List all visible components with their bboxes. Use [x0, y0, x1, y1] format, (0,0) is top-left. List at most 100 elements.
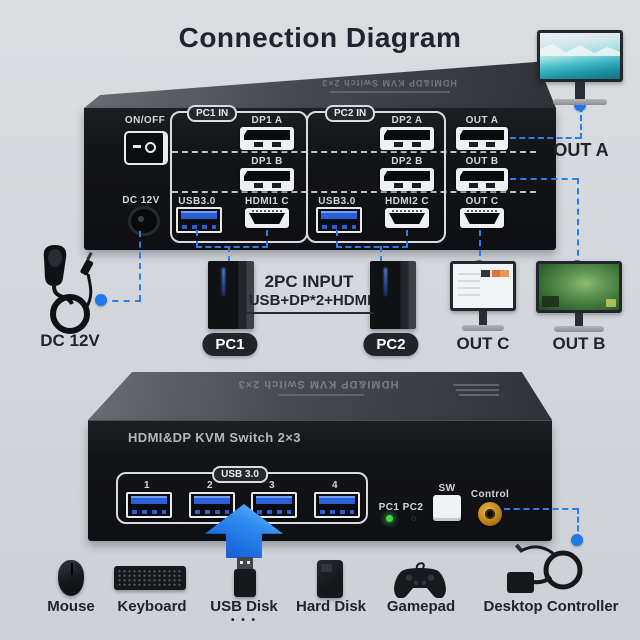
- dp1a-port: [240, 127, 294, 150]
- group-pc2-in: [306, 111, 446, 243]
- group-pc2-in-label: PC2 IN: [325, 105, 376, 122]
- brand-logo: [118, 73, 162, 76]
- input-subtitle: USB+DP*2+HDMI: [246, 292, 374, 314]
- monitor-out-b-base: [554, 326, 604, 332]
- power-adapter-icon: [43, 245, 94, 334]
- hdmi2-label: HDMI2 C: [385, 196, 429, 207]
- pc2-line: [336, 246, 408, 248]
- kvm-rear-top-face: HDMI&DP KVM Switch 2×3: [84, 61, 556, 108]
- hard-disk-icon: [317, 560, 343, 598]
- monitor-out-a-screen: [540, 33, 620, 79]
- usb-disk-icon: [234, 569, 256, 597]
- usb-disk-icon: [237, 557, 253, 569]
- hard-disk-label: Hard Disk: [295, 598, 367, 615]
- pc2-line: [336, 230, 338, 247]
- kvm-rear-top-text: HDMI&DP KVM Switch 2×3: [321, 78, 457, 88]
- out-c-port-label: OUT C: [465, 196, 499, 207]
- pc2-line: [406, 230, 408, 247]
- sw-button: [433, 495, 461, 521]
- out-c-label: OUT C: [456, 334, 510, 353]
- out-b-line: [510, 178, 578, 180]
- pc1-line: [196, 246, 268, 248]
- control-connector-dot: [571, 534, 583, 546]
- mouse-icon: [58, 560, 84, 596]
- pc1-line: [266, 230, 268, 247]
- pc1-tower: [208, 261, 254, 329]
- pc1-led: [386, 515, 393, 522]
- monitor-out-a-stand: [575, 82, 585, 99]
- hdmi1-label: HDMI1 C: [245, 196, 289, 207]
- gamepad-icon: [394, 562, 446, 598]
- kvm-front-top-spec-bar: [456, 389, 499, 391]
- more-devices-ellipsis: • • •: [230, 615, 258, 626]
- out-a-port: [456, 127, 508, 150]
- monitor-out-a-base: [553, 99, 607, 105]
- adapter-dc-label: DC 12V: [40, 331, 100, 350]
- kvm-front-top-subtext-bar: [278, 394, 364, 396]
- front-usb-port-2: [189, 492, 235, 518]
- keyboard-icon: [114, 566, 186, 590]
- pc1-label: PC1: [202, 333, 258, 356]
- dp1b-label: DP1 B: [251, 156, 283, 167]
- out-a-line: [510, 137, 581, 139]
- usb-disk-label: USB Disk: [210, 598, 278, 615]
- desktop-controller-label: Desktop Controller: [483, 598, 619, 615]
- monitor-out-b-stand: [575, 313, 583, 326]
- mouse-label: Mouse: [47, 598, 95, 615]
- kvm-front-top-spec-bar: [453, 384, 499, 386]
- pc1-line: [228, 246, 230, 272]
- hdmi1-port: [245, 208, 289, 228]
- out-a-label: OUT A: [553, 140, 609, 160]
- kvm-front-top-spec-bar: [459, 394, 499, 396]
- usb1-label: USB3.0: [178, 196, 216, 207]
- front-usb-port-1: [126, 492, 172, 518]
- kvm-rear-top-subtext-bar: [330, 91, 450, 93]
- power-switch-label: ON/OFF: [124, 115, 166, 126]
- kvm-front-panel: [88, 420, 552, 541]
- monitor-out-c-base: [462, 325, 504, 331]
- usb-port-4-number: 4: [332, 480, 338, 491]
- control-label: Control: [470, 489, 510, 500]
- control-jack: [478, 502, 502, 526]
- front-usb-port-4: [314, 492, 360, 518]
- usb-port-2-number: 2: [207, 480, 213, 491]
- monitor-out-c: [450, 261, 516, 311]
- out-a-line: [580, 106, 582, 139]
- monitor-out-b: [536, 261, 622, 313]
- monitor-out-c-screen: [453, 264, 513, 308]
- pc2-tower: [370, 261, 416, 329]
- page-title: Connection Diagram: [178, 22, 462, 53]
- out-b-port: [456, 168, 508, 191]
- control-line: [504, 508, 578, 510]
- dp1a-label: DP1 A: [251, 115, 283, 126]
- dc-jack: [128, 206, 160, 236]
- desktop-controller-icon: [507, 544, 583, 593]
- out-b-label: OUT B: [552, 334, 606, 353]
- dp2a-label: DP2 A: [391, 115, 423, 126]
- hdmi2-port: [385, 208, 429, 228]
- panel-separator: [172, 191, 536, 193]
- out-c-port: [460, 208, 504, 228]
- group-pc1-in-label: PC1 IN: [187, 105, 238, 122]
- input-title: 2PC INPUT: [264, 272, 354, 291]
- sw-button-label: SW: [438, 483, 456, 494]
- pc2-line: [380, 246, 382, 272]
- monitor-out-b-screen: [539, 264, 619, 310]
- monitor-out-c-stand: [479, 311, 487, 325]
- pc1-line: [196, 230, 198, 247]
- usb2-label: USB3.0: [318, 196, 356, 207]
- front-panel-text: HDMI&DP KVM Switch 2×3: [128, 430, 301, 445]
- pc2-led-label: PC2: [402, 502, 424, 513]
- dc-line: [101, 300, 141, 302]
- kvm-front-top-text: HDMI&DP KVM Switch 2×3: [237, 378, 399, 390]
- usb-port-1-number: 1: [144, 480, 150, 491]
- dp2b-label: DP2 B: [391, 156, 423, 167]
- gamepad-label: Gamepad: [386, 598, 456, 615]
- panel-separator: [172, 151, 536, 153]
- usb2-port: [316, 207, 362, 233]
- pc1-led-label: PC1: [378, 502, 400, 513]
- out-b-line: [577, 178, 579, 266]
- power-switch: [124, 131, 168, 165]
- out-a-port-label: OUT A: [465, 115, 499, 126]
